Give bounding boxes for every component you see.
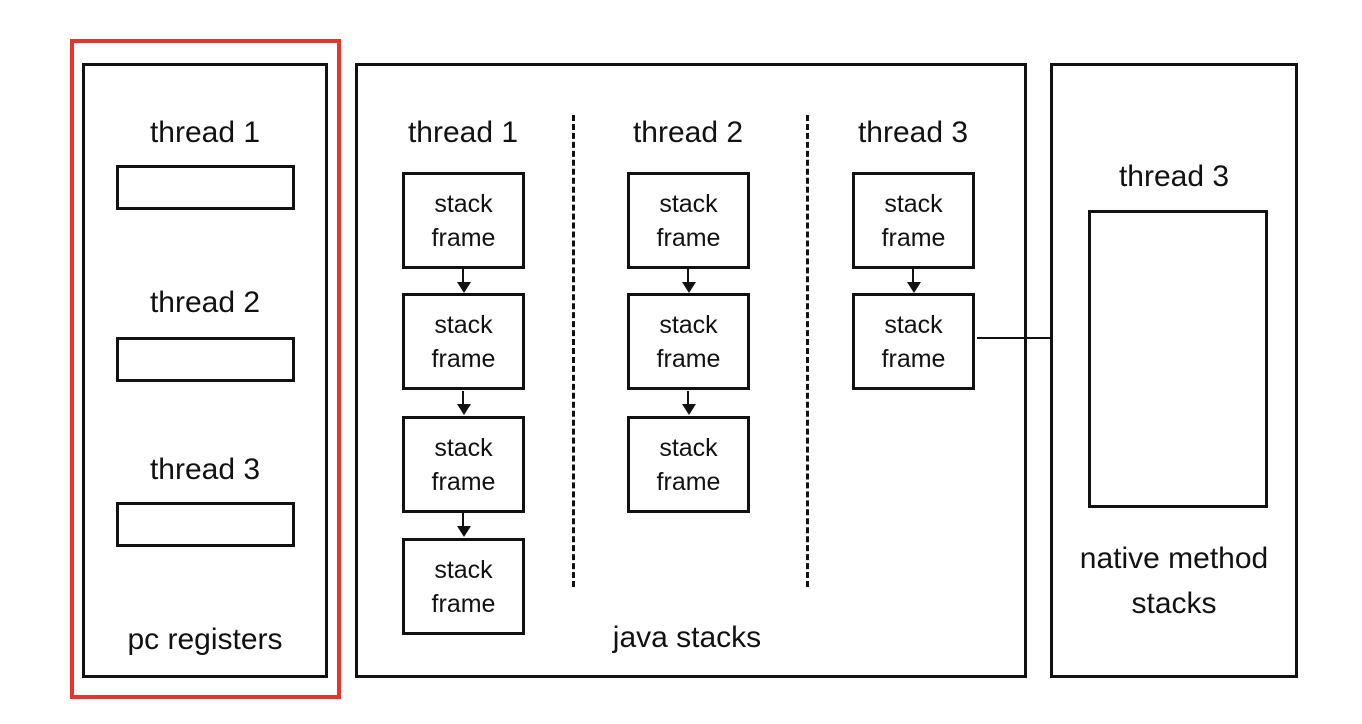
arrow-down-icon <box>907 269 921 293</box>
pc-register-slot-3 <box>116 502 295 547</box>
pc-thread-3-label: thread 3 <box>149 453 261 486</box>
arrow-down-icon <box>457 513 471 537</box>
column-divider-2 <box>806 115 809 587</box>
stack-frame-box: stack frame <box>627 416 750 513</box>
arrow-down-icon <box>457 391 471 415</box>
pc-registers-highlight-border <box>70 39 341 699</box>
stack-frame-box: stack frame <box>627 172 750 269</box>
pc-registers-caption: pc registers <box>127 623 283 656</box>
pc-thread-1-label: thread 1 <box>149 116 261 149</box>
java-thread-3-title: thread 3 <box>857 116 969 149</box>
arrow-down-icon <box>682 391 696 415</box>
arrow-down-icon <box>682 269 696 293</box>
stack-frame-box: stack frame <box>852 172 975 269</box>
pc-register-slot-1 <box>116 165 295 210</box>
column-divider-1 <box>572 115 575 587</box>
java-thread-2-title: thread 2 <box>632 116 744 149</box>
stack-frame-box: stack frame <box>852 293 975 390</box>
stack-frame-box: stack frame <box>402 416 525 513</box>
java-stacks-caption: java stacks <box>612 621 762 654</box>
stack-frame-box: stack frame <box>402 538 525 635</box>
native-thread-3-title: thread 3 <box>1118 160 1230 193</box>
arrow-down-icon <box>457 269 471 293</box>
stack-frame-box: stack frame <box>627 293 750 390</box>
native-stack-area <box>1088 210 1268 508</box>
stack-frame-box: stack frame <box>402 293 525 390</box>
pc-thread-2-label: thread 2 <box>149 286 261 319</box>
java-thread-1-title: thread 1 <box>407 116 519 149</box>
pc-register-slot-2 <box>116 337 295 382</box>
stack-frame-box: stack frame <box>402 172 525 269</box>
native-method-stacks-caption: native method stacks <box>1079 542 1269 620</box>
